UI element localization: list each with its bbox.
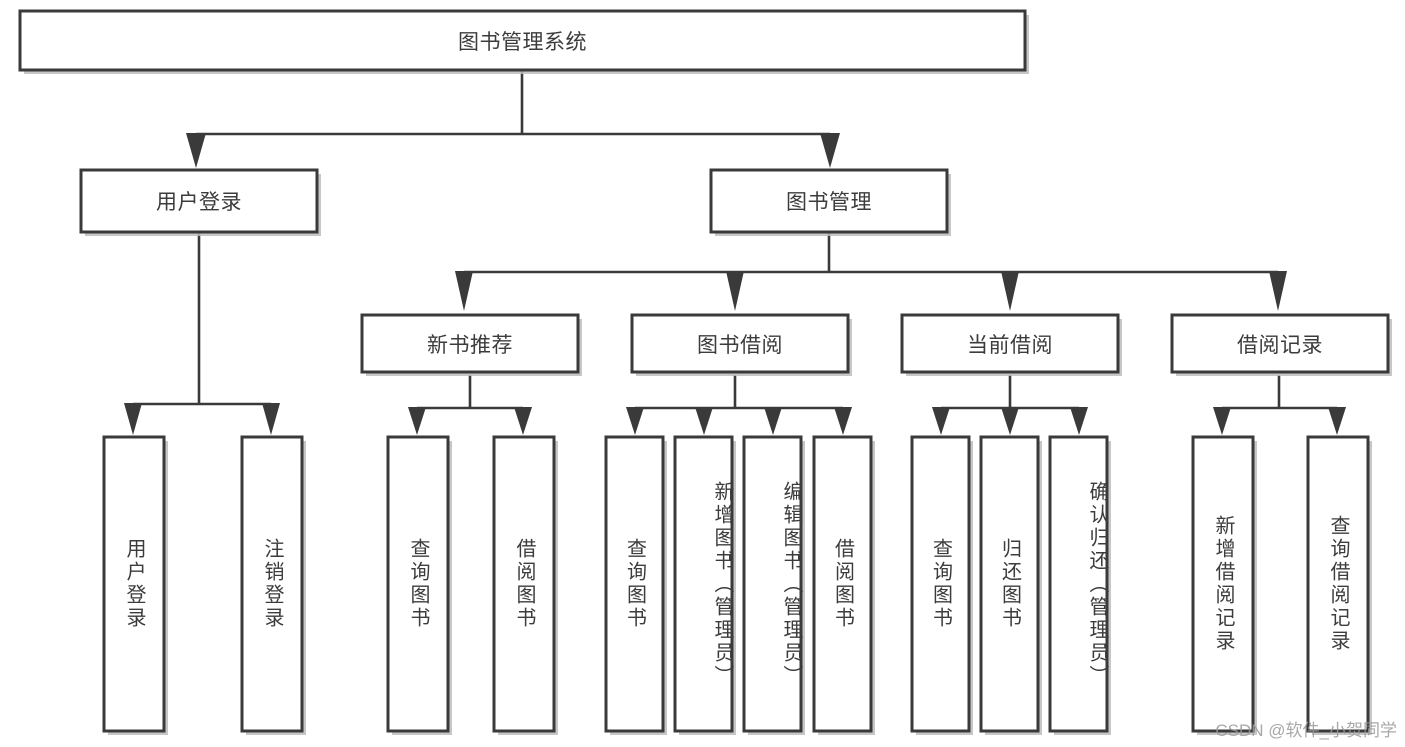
arrow-head-leaf-query-book-3 bbox=[932, 407, 950, 435]
arrow-head-new-book-rec bbox=[455, 271, 473, 311]
node-box-user-login[interactable] bbox=[79, 168, 319, 234]
node-box-leaf-logout[interactable] bbox=[240, 435, 304, 733]
edge-borrowrecord-to-leaves bbox=[1213, 375, 1346, 435]
node-box-root[interactable] bbox=[18, 9, 1027, 72]
arrow-head-leaf-confirm-return bbox=[1070, 407, 1088, 435]
arrow-head-leaf-query-book-2 bbox=[626, 407, 644, 435]
node-box-current-borrow[interactable] bbox=[900, 313, 1120, 374]
arrow-head-book-manage bbox=[820, 133, 840, 168]
arrow-head-leaf-query-record bbox=[1328, 407, 1346, 435]
node-box-leaf-user-login[interactable] bbox=[102, 435, 166, 733]
watermark-text: CSDN @软件_小贺同学 bbox=[1215, 721, 1397, 740]
arrow-head-leaf-borrow-book-1 bbox=[514, 407, 532, 435]
node-box-leaf-query-book-1[interactable] bbox=[386, 435, 450, 733]
edge-root-to-level2 bbox=[186, 70, 840, 168]
node-box-leaf-borrow-book-1[interactable] bbox=[492, 435, 556, 733]
arrow-head-current-borrow bbox=[1001, 271, 1019, 311]
arrow-head-leaf-return-book bbox=[1001, 407, 1019, 435]
node-box-leaf-query-record[interactable] bbox=[1306, 435, 1370, 733]
edge-userlogin-to-leaves bbox=[124, 233, 280, 435]
node-box-book-borrow[interactable] bbox=[630, 313, 850, 374]
node-box-leaf-return-book[interactable] bbox=[979, 435, 1040, 733]
node-box-new-book-rec[interactable] bbox=[360, 313, 580, 374]
edge-bookborrow-to-leaves bbox=[626, 375, 852, 435]
edge-bookmanage-to-level3 bbox=[455, 233, 1287, 311]
node-box-leaf-query-book-2[interactable] bbox=[604, 435, 665, 733]
edge-newbookrec-to-leaves bbox=[408, 375, 532, 435]
arrow-head-leaf-user-login bbox=[124, 403, 142, 435]
node-box-leaf-confirm-return[interactable] bbox=[1048, 435, 1109, 733]
arrow-head-book-borrow bbox=[726, 271, 744, 311]
node-box-leaf-add-record[interactable] bbox=[1191, 435, 1255, 733]
arrow-head-leaf-query-book-1 bbox=[408, 407, 426, 435]
edge-currentborrow-to-leaves bbox=[932, 375, 1088, 435]
arrow-head-leaf-add-book bbox=[695, 407, 713, 435]
node-box-leaf-borrow-book-2[interactable] bbox=[812, 435, 873, 733]
node-box-borrow-record[interactable] bbox=[1170, 313, 1390, 374]
arrow-head-leaf-borrow-book-2 bbox=[834, 407, 852, 435]
arrow-head-user-login bbox=[186, 133, 206, 168]
arrow-head-leaf-add-record bbox=[1213, 407, 1231, 435]
node-box-book-manage[interactable] bbox=[709, 168, 949, 234]
arrow-head-leaf-logout bbox=[262, 403, 280, 435]
node-box-leaf-query-book-3[interactable] bbox=[910, 435, 971, 733]
node-box-leaf-add-book[interactable] bbox=[673, 435, 734, 733]
arrow-head-borrow-record bbox=[1269, 271, 1287, 311]
node-box-leaf-edit-book[interactable] bbox=[742, 435, 803, 733]
arrow-head-leaf-edit-book bbox=[764, 407, 782, 435]
